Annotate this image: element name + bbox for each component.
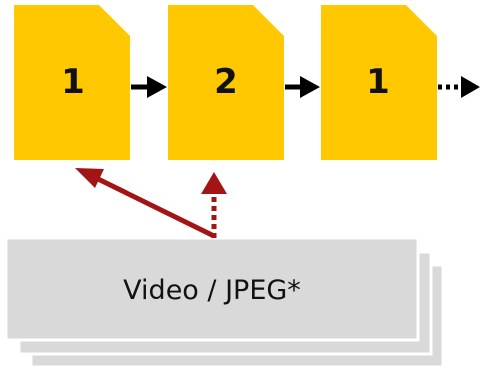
reference-arrow-to-document-1 [75, 168, 216, 239]
document-2: 2 [168, 5, 284, 160]
reference-arrow-to-document-1-shaft [92, 174, 216, 239]
chain-arrow-1-2-head [147, 76, 167, 98]
document-3-label: 1 [366, 62, 390, 102]
document-2-shape [168, 5, 284, 160]
reference-arrow-to-document-2-head [201, 172, 227, 194]
stack-label: Video / JPEG* [123, 275, 301, 306]
chain-arrow-2-3-head [300, 76, 320, 98]
document-1-label: 1 [61, 62, 85, 102]
document-2-label: 2 [214, 62, 238, 102]
reference-arrow-to-document-1-head [75, 168, 104, 188]
chain-arrow-1-2 [131, 76, 167, 98]
document-3-shape [321, 5, 437, 160]
video-frame-stack: Video / JPEG* [4, 236, 445, 369]
chain-arrow-2-3 [285, 76, 320, 98]
document-1: 1 [14, 5, 130, 160]
chain-arrow-continuation-head [461, 76, 480, 98]
reference-arrow-to-document-2 [201, 172, 227, 238]
document-3: 1 [321, 5, 437, 160]
chain-arrow-continuation [438, 76, 480, 98]
document-1-shape [14, 5, 130, 160]
